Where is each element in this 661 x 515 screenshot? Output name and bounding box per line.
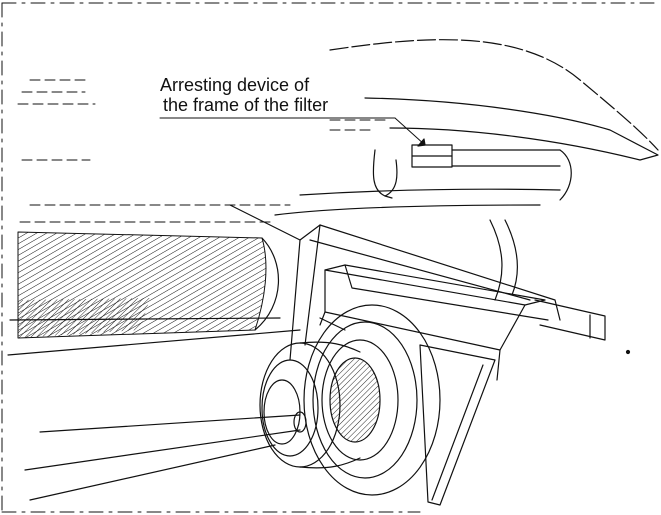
callout-label-line-2: the frame of the filter <box>163 95 329 115</box>
callout-label: Arresting device of the frame of the fil… <box>160 75 328 115</box>
drive-shaft <box>24 411 307 501</box>
dashed-guides <box>17 79 391 223</box>
reference-dot <box>625 349 631 355</box>
hood-cover <box>274 39 659 216</box>
callout-label-line-1: Arresting device of <box>160 75 310 95</box>
frame-rails <box>229 204 561 361</box>
filter-cartridge <box>7 231 301 356</box>
channel-bracket <box>319 264 606 381</box>
pulley-assembly <box>259 304 441 496</box>
arresting-device <box>372 144 572 201</box>
support-plate <box>419 344 496 506</box>
callout-leader <box>159 117 426 147</box>
